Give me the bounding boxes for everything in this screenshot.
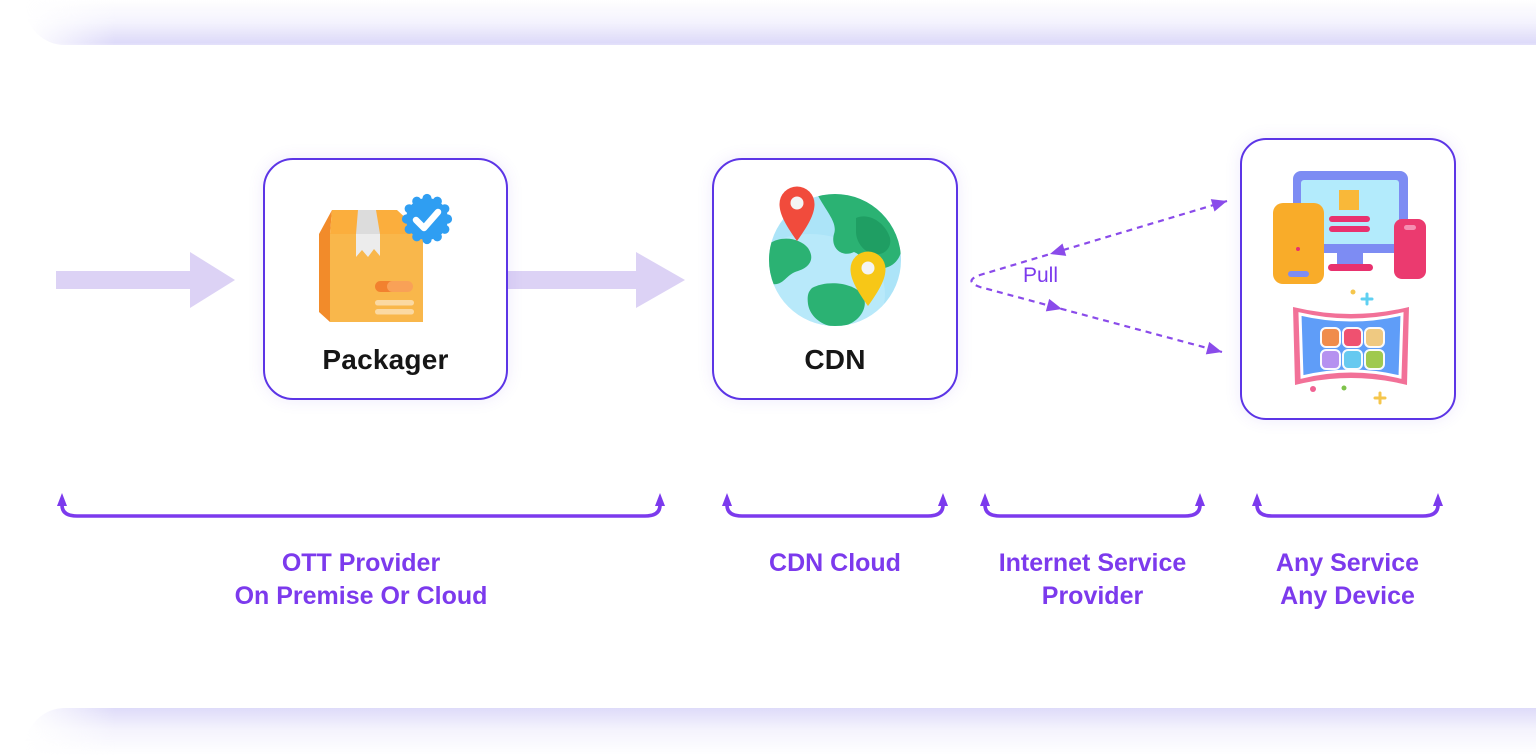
package-with-verified-badge-icon [318,193,452,322]
map-pin-red-icon [779,186,815,241]
bracket-label-isp: Internet Service Provider [999,547,1187,613]
map-pin-yellow-icon [850,251,886,306]
flow-arrow-packager-to-cdn-icon [508,252,685,308]
tablet-icon [1273,203,1324,284]
bracket-isp: Internet Service Provider [980,492,1205,613]
bracket-any-service: Any Service Any Device [1252,492,1443,613]
bracket-label-line: Any Device [1280,582,1415,610]
range-bracket-icon [1252,493,1443,518]
flow-arrow-in-icon [56,252,235,308]
bracket-label-ott-provider: OTT Provider On Premise Or Cloud [235,547,488,613]
pull-label: Pull [1023,264,1059,287]
bracket-ott-provider: OTT Provider On Premise Or Cloud [57,492,665,613]
range-bracket-icon [980,493,1205,518]
bracket-label-line: CDN Cloud [769,549,901,577]
devices-icons [1273,171,1426,405]
bracket-label-cdn-cloud: CDN Cloud [769,547,901,580]
verified-badge-icon [401,193,452,245]
bracket-label-line: OTT Provider [281,549,441,577]
smartphone-icon [1394,219,1426,279]
cdn-label: CDN [804,344,866,375]
packager-node: Packager [263,158,508,400]
globe-with-location-pins-icon [769,186,901,326]
devices-node [1240,138,1456,420]
bracket-label-any-service: Any Service Any Device [1276,547,1419,613]
sparkle-icons [1310,289,1387,405]
pull-dashed-arrows-icon [970,199,1228,355]
smart-tv-apps-icon [1293,307,1409,385]
bottom-decor-band [25,708,1536,755]
bracket-label-line: Provider [1041,582,1144,610]
packager-label: Packager [322,344,449,375]
bracket-cdn-cloud: CDN Cloud [722,492,948,580]
bracket-label-line: On Premise Or Cloud [234,582,488,610]
bracket-label-line: Any Service [1275,549,1420,577]
range-bracket-icon [57,493,665,518]
cdn-node: CDN [712,158,958,400]
top-decor-band [25,0,1536,45]
range-bracket-icon [722,493,948,518]
bracket-label-line: Internet Service [998,549,1187,577]
